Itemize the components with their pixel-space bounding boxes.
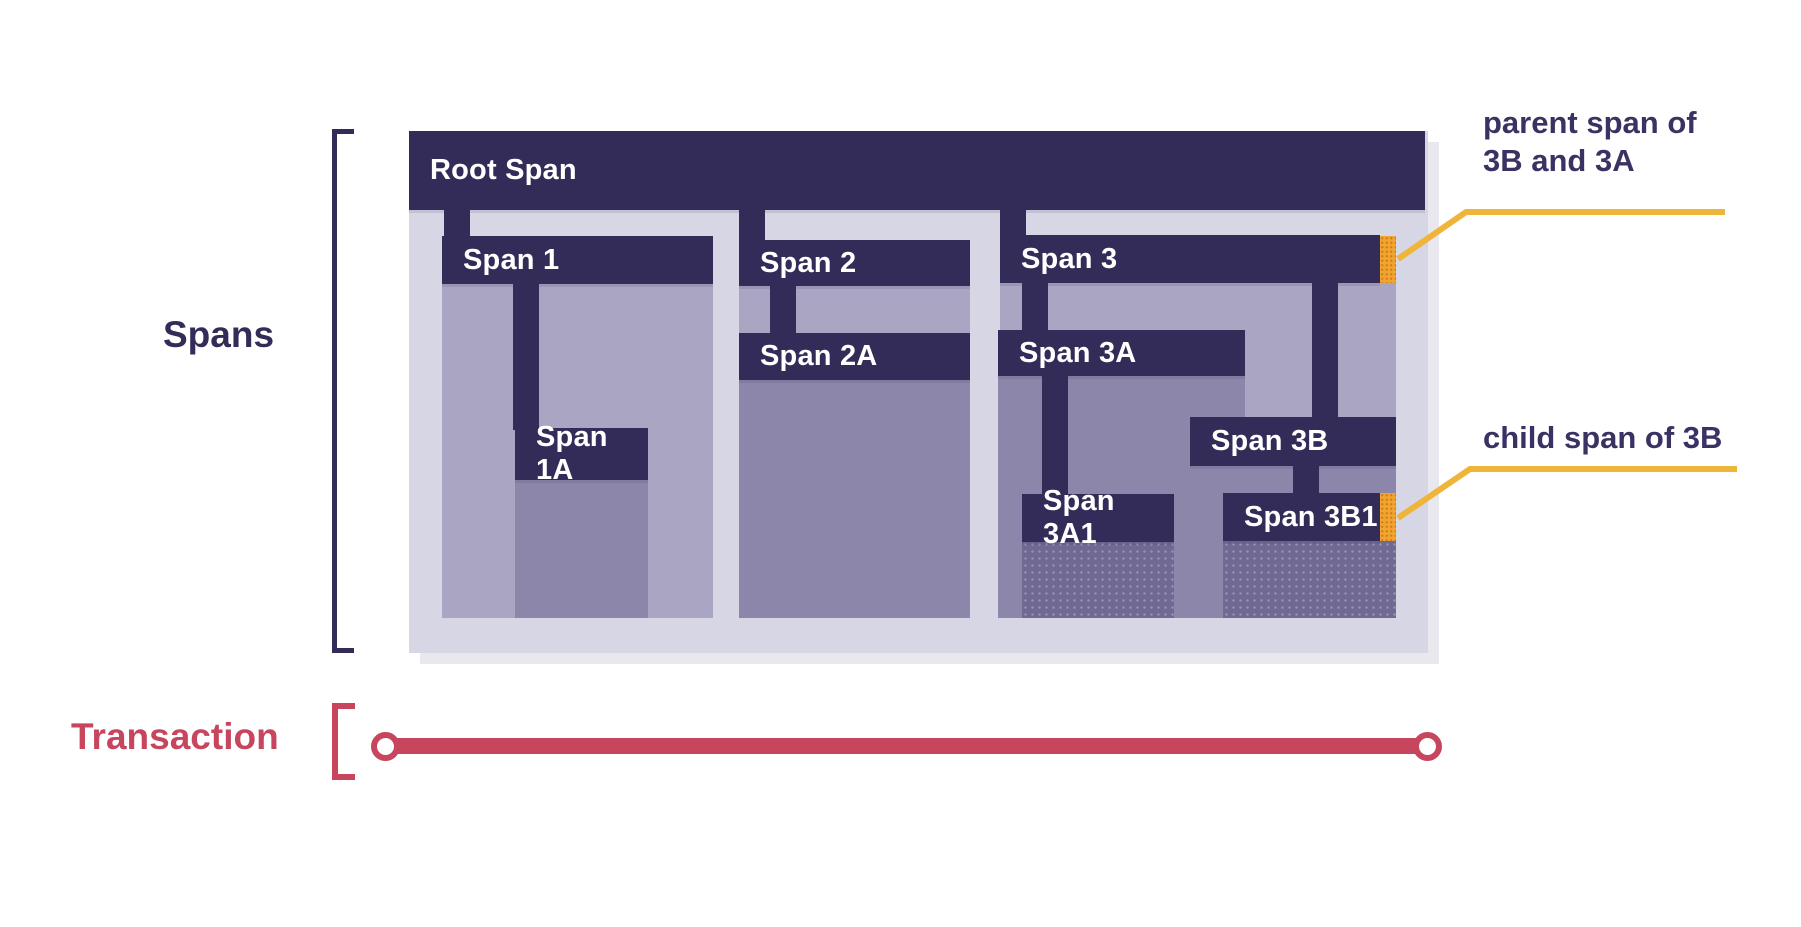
root-span-bar: Root Span <box>409 131 1425 210</box>
connector-span3b-to-span3b1 <box>1293 466 1319 495</box>
connector-span3a-to-span3a1 <box>1042 376 1068 496</box>
span-1a-label: Span 1A <box>536 421 608 486</box>
connector-root-to-span3 <box>1000 210 1026 237</box>
spans-side-label: Spans <box>163 314 275 355</box>
spans-bracket <box>332 129 354 653</box>
span-3-bar: Span 3 <box>1000 235 1380 283</box>
transaction-timeline <box>396 738 1416 754</box>
span-3b1-bar: Span 3B1 <box>1223 493 1380 541</box>
span-3a1-label: Span 3A1 <box>1043 485 1115 550</box>
span-1a-bar: Span 1A <box>515 421 648 486</box>
parent-span-callout-line1: parent span of <box>1483 105 1697 140</box>
span-2-label: Span 2 <box>760 246 857 279</box>
transaction-start-marker <box>371 732 400 761</box>
transaction-bracket <box>332 703 355 780</box>
span-2a-bar: Span 2A <box>739 333 970 380</box>
span-1a-duration-column <box>515 478 648 618</box>
parent-span-callout-line <box>1396 209 1725 262</box>
connector-root-to-span1 <box>444 210 470 238</box>
span-2a-duration-column <box>739 380 970 618</box>
span-3b1-child-marker <box>1380 493 1396 541</box>
parent-span-callout: parent span of 3B and 3A <box>1483 104 1697 180</box>
root-span-label: Root Span <box>430 154 577 186</box>
parent-span-callout-line2: 3B and 3A <box>1483 143 1635 178</box>
child-span-callout-line <box>1396 466 1737 521</box>
span-3b-bar: Span 3B <box>1190 417 1396 466</box>
span-3a-bar: Span 3A <box>998 330 1245 376</box>
connector-span1-to-span1a <box>513 284 539 430</box>
span-3a1-duration-column <box>1022 541 1174 618</box>
span-1-label: Span 1 <box>463 243 560 276</box>
connector-root-to-span2 <box>739 210 765 242</box>
connector-span2-to-span2a <box>770 286 796 335</box>
span-1-bar: Span 1 <box>442 236 713 284</box>
span-2-bar: Span 2 <box>739 240 970 286</box>
child-span-callout: child span of 3B <box>1483 419 1722 457</box>
span-3b-label: Span 3B <box>1211 425 1329 457</box>
span-2a-label: Span 2A <box>760 340 878 372</box>
child-span-callout-line1: child span of 3B <box>1483 420 1723 455</box>
connector-span3-to-span3b <box>1312 283 1338 419</box>
transaction-end-marker <box>1413 732 1442 761</box>
span-3a-label: Span 3A <box>1019 336 1137 369</box>
span-3-label: Span 3 <box>1021 242 1118 275</box>
span-3b1-duration-column <box>1223 541 1396 618</box>
span-3-parent-marker <box>1380 236 1396 283</box>
span-3a1-bar: Span 3A1 <box>1022 485 1174 550</box>
span-3b1-label: Span 3B1 <box>1244 500 1378 533</box>
transaction-side-label: Transaction <box>71 716 279 757</box>
connector-span3-to-span3a <box>1022 283 1048 332</box>
